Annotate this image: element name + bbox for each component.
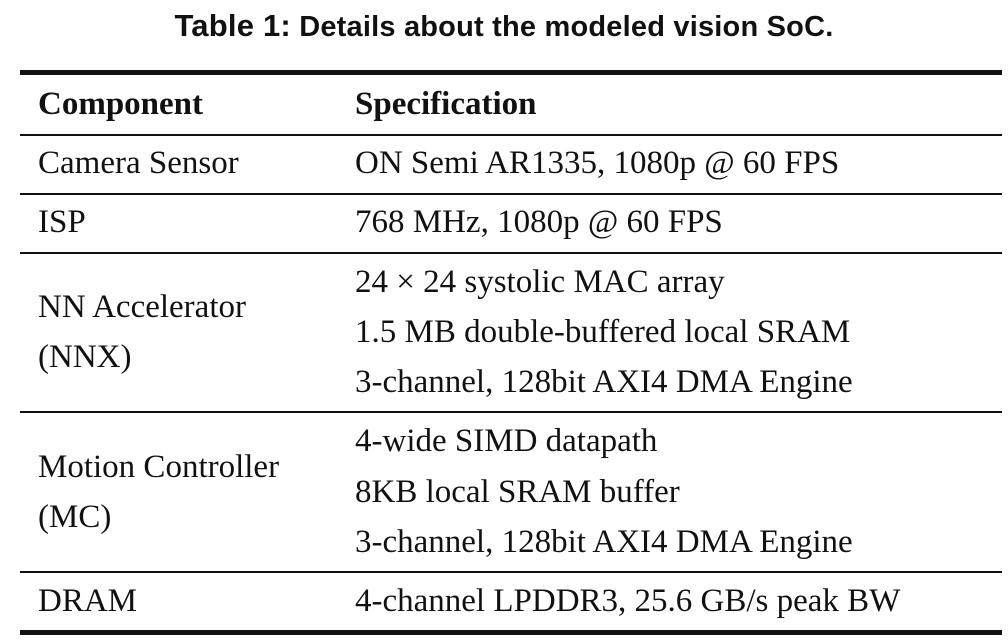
row-nnx-spec-line2: 1.5 MB double-buffered local SRAM (355, 314, 851, 350)
row-mc-spec-line1: 4-wide SIMD datapath (355, 423, 658, 459)
row-mc-component-line1: Motion Controller (38, 449, 280, 485)
row-nnx-spec-line3: 3-channel, 128bit AXI4 DMA Engine (355, 364, 853, 400)
table-top-rule (20, 70, 1002, 75)
row-camera-sensor-spec: ON Semi AR1335, 1080p @ 60 FPS (355, 145, 840, 181)
row-divider (20, 571, 1002, 573)
row-dram-spec: 4-channel LPDDR3, 25.6 GB/s peak BW (355, 583, 901, 619)
row-dram-component: DRAM (38, 583, 138, 619)
row-divider (20, 411, 1002, 413)
row-nnx-component-line2: (NNX) (38, 339, 132, 375)
row-divider (20, 193, 1002, 195)
table-bottom-rule (20, 630, 1002, 635)
row-divider (20, 252, 1002, 254)
row-isp-spec: 768 MHz, 1080p @ 60 FPS (355, 204, 723, 240)
row-isp-component: ISP (38, 204, 86, 240)
table-caption-label: Table 1: (174, 8, 291, 43)
row-camera-sensor-component: Camera Sensor (38, 145, 239, 181)
header-rule (20, 134, 1002, 136)
table-caption-text: Details about the modeled vision SoC. (299, 11, 834, 43)
row-nnx-spec-line1: 24 × 24 systolic MAC array (355, 264, 725, 300)
row-mc-spec-line3: 3-channel, 128bit AXI4 DMA Engine (355, 524, 853, 560)
table-caption: Table 1: Details about the modeled visio… (0, 6, 1008, 47)
row-nnx-component-line1: NN Accelerator (38, 289, 246, 325)
header-component: Component (38, 86, 204, 122)
row-mc-component-line2: (MC) (38, 499, 112, 535)
header-specification: Specification (355, 86, 537, 122)
row-mc-spec-line2: 8KB local SRAM buffer (355, 474, 680, 510)
